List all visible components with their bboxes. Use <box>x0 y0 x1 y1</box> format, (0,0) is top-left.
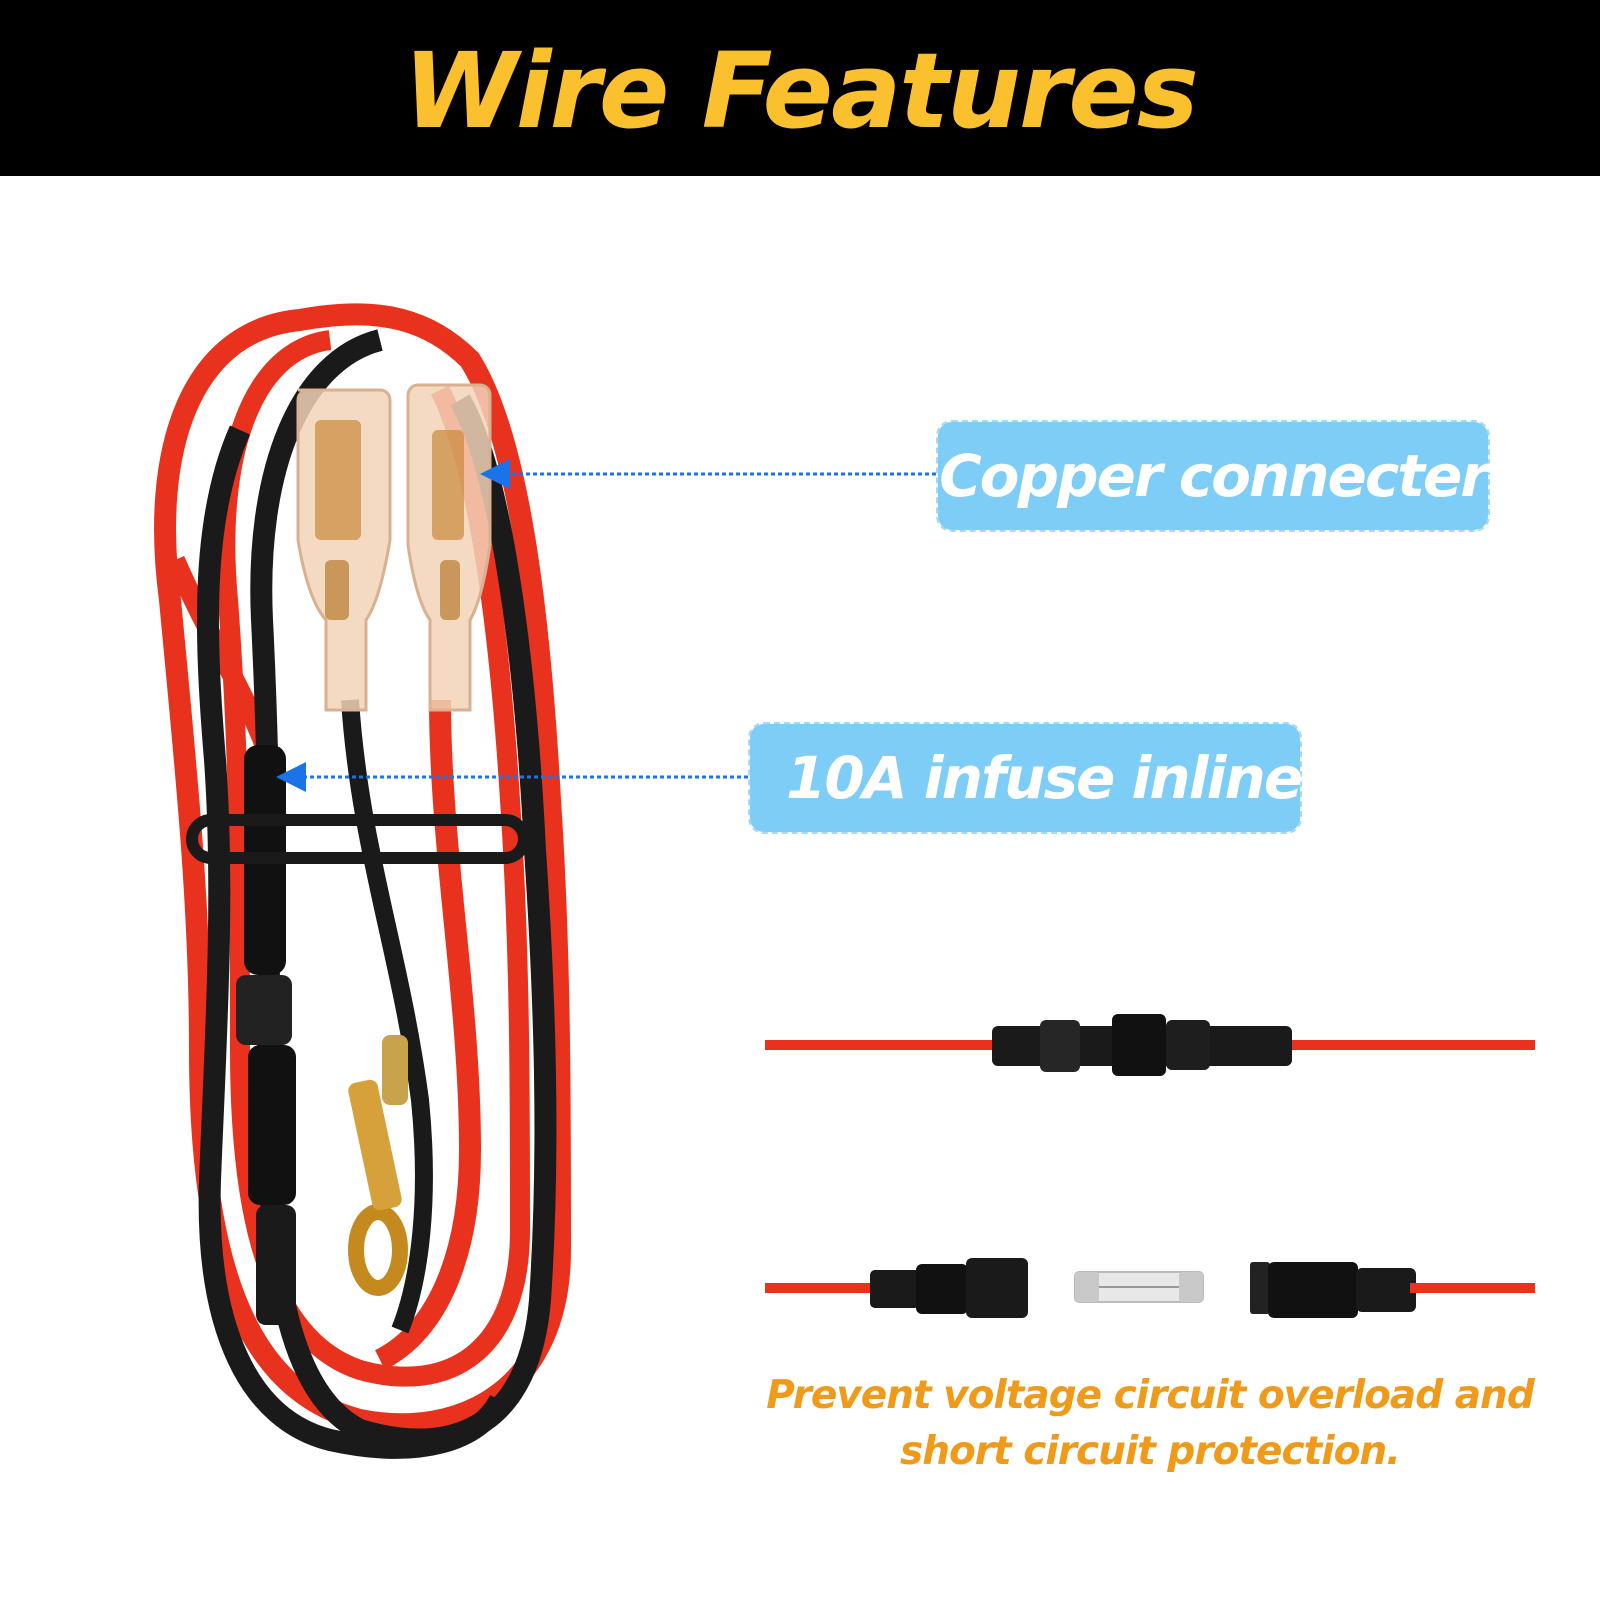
caption-line-1: Prevent voltage circuit overload and <box>766 1373 1534 1418</box>
inline-fuse-label: 10A infuse inline <box>786 744 1303 812</box>
header-bar: Wire Features <box>0 0 1600 176</box>
copper-connector-callout: Copper connecter <box>936 420 1490 532</box>
spade-connector-right <box>406 383 492 712</box>
inline-fuse-callout: 10A infuse inline <box>748 722 1303 834</box>
fuse-holder-assembled-icon <box>765 1014 1535 1076</box>
protection-caption: Prevent voltage circuit overload and sho… <box>760 1368 1540 1480</box>
copper-connector-label: Copper connecter <box>939 442 1489 510</box>
page-title: Wire Features <box>403 30 1199 152</box>
wire-harness-icon <box>154 303 572 1459</box>
fuse-holder-exploded-icon <box>765 1258 1535 1318</box>
caption-line-2: short circuit protection. <box>900 1429 1401 1474</box>
spade-connector-left <box>296 388 392 712</box>
